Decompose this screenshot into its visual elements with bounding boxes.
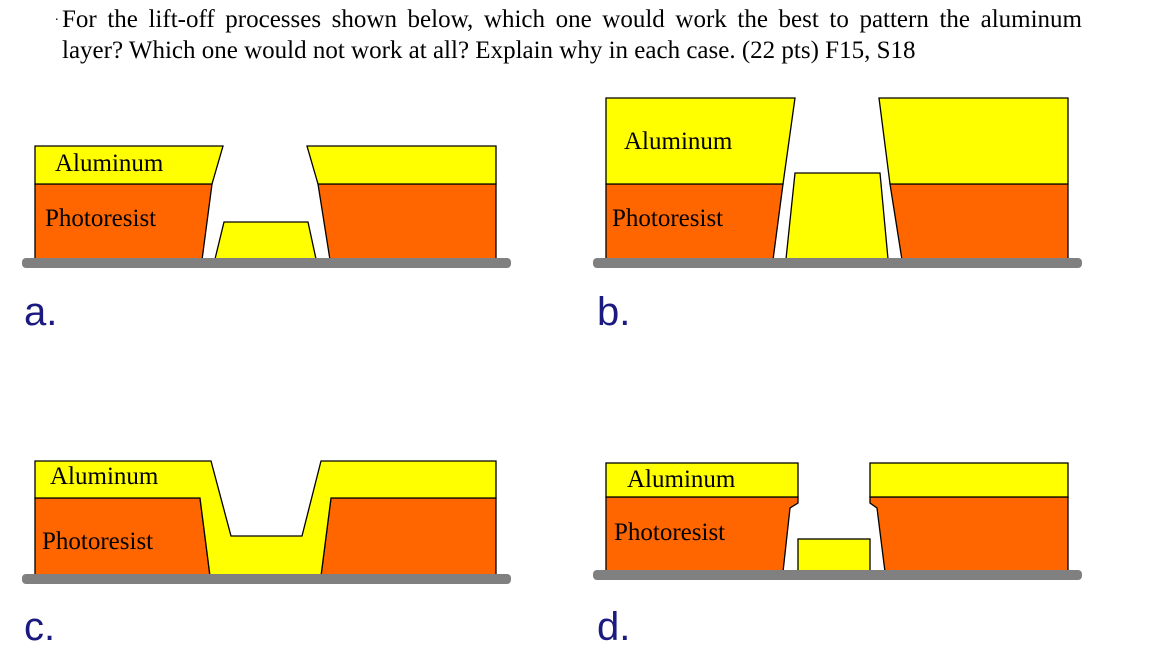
aluminum-left [605, 462, 799, 498]
panel-letter-c: c. [24, 605, 55, 649]
aluminum-label: Aluminum [50, 463, 159, 490]
question-bullet: . [55, 9, 59, 24]
panel-letter-a: a. [24, 290, 57, 334]
diagram-c: Aluminum Photoresist c. [22, 460, 511, 649]
aluminum-right [878, 97, 1069, 185]
aluminum-continuous-film [34, 460, 497, 577]
substrate [593, 570, 1082, 580]
aluminum-right [306, 145, 497, 185]
photoresist-label: Photoresist [614, 519, 725, 546]
diagram-a: Aluminum Photoresist a. [22, 145, 511, 334]
photoresist-right [889, 183, 1069, 261]
panel-letter-b: b. [597, 290, 630, 334]
aluminum-label: Aluminum [627, 466, 736, 493]
aluminum-label: Aluminum [624, 128, 733, 155]
aluminum-trench-deposit [214, 221, 317, 260]
question-text: For the lift-off processes shown below, … [62, 6, 1082, 64]
diagram-b: Aluminum Photoresist b. [593, 97, 1082, 334]
photoresist-right [320, 497, 497, 577]
aluminum-left [34, 145, 224, 185]
aluminum-right [869, 462, 1069, 498]
aluminum-label: Aluminum [55, 150, 164, 177]
photoresist-right [869, 496, 1069, 573]
substrate [22, 258, 511, 268]
photoresist-label: Photoresist [45, 205, 156, 232]
diagram-d: Aluminum Photoresist d. [593, 462, 1082, 649]
substrate [593, 258, 1082, 268]
substrate [22, 574, 511, 584]
panel-letter-d: d. [597, 605, 630, 649]
aluminum-left [605, 97, 796, 185]
photoresist-right [317, 183, 497, 261]
photoresist-label: Photoresist [612, 205, 723, 232]
aluminum-trench-deposit [797, 538, 871, 573]
aluminum-trench-deposit [785, 172, 889, 260]
photoresist-label: Photoresist [42, 528, 153, 555]
